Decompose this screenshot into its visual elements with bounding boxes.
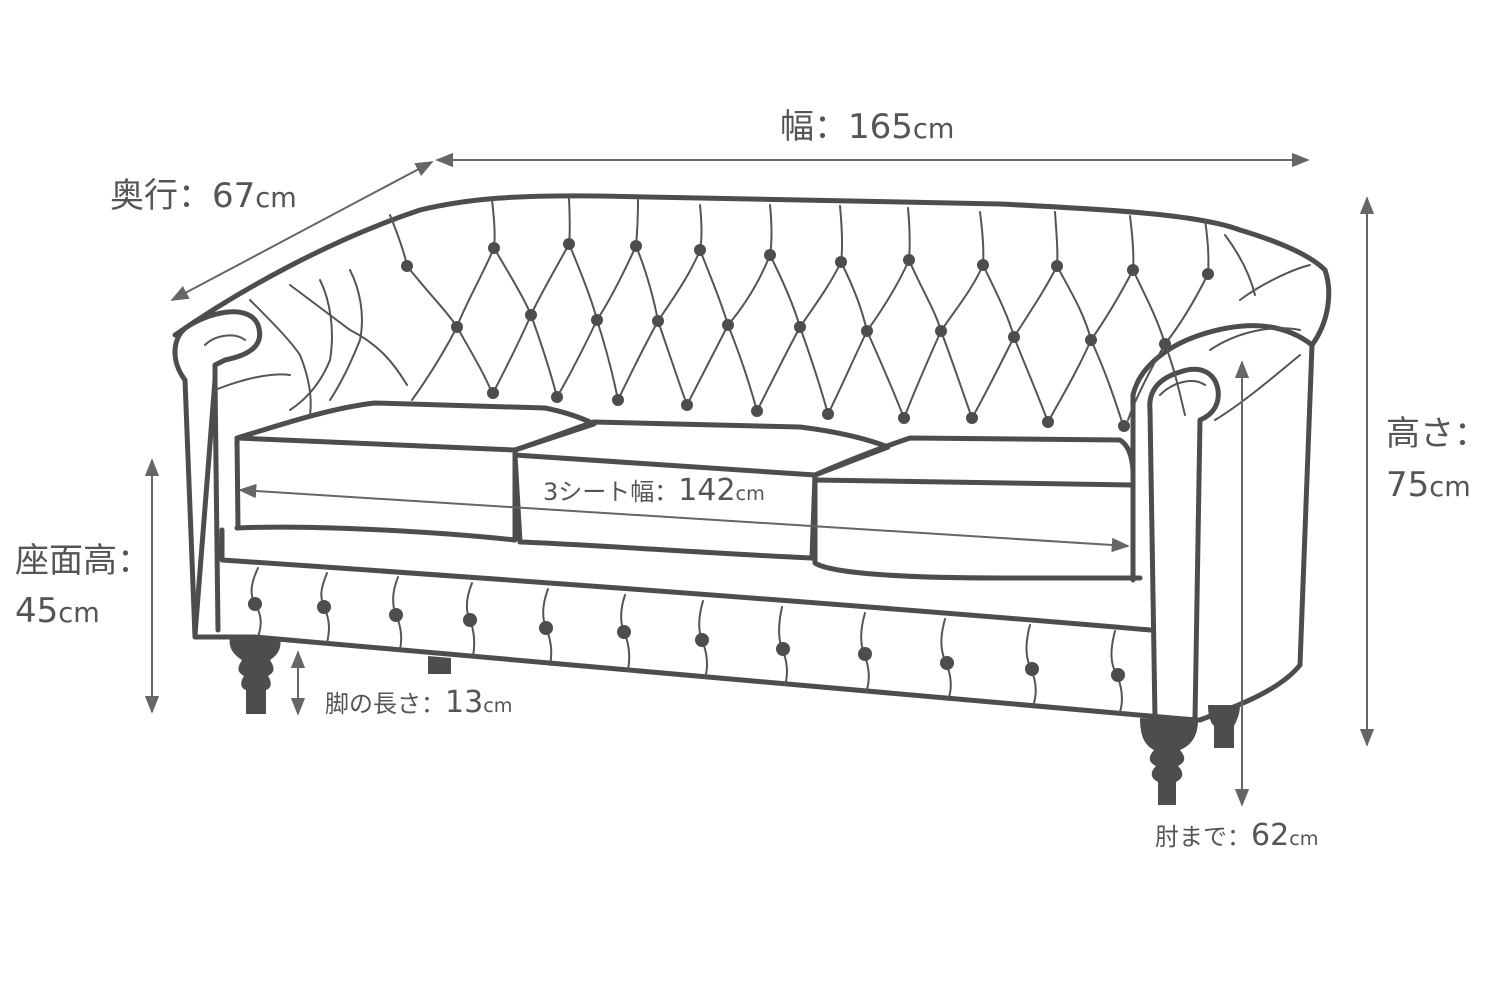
seat-cushion-left bbox=[234, 400, 597, 543]
sofa-illustration bbox=[172, 193, 1332, 805]
width-label: 幅：165cm bbox=[780, 107, 954, 147]
seat-width-label: 3シート幅：142cm bbox=[543, 473, 765, 508]
height-label: 高さ： bbox=[1386, 414, 1488, 454]
dimension-arrows bbox=[144, 152, 1375, 807]
leg-length-label: 脚の長さ：13cm bbox=[325, 685, 512, 720]
depth-arrow bbox=[170, 161, 434, 301]
arm-height-label: 肘まで：62cm bbox=[1155, 818, 1318, 853]
seat-height-label: 座面高： bbox=[15, 541, 151, 581]
skirt-bottom bbox=[227, 634, 1198, 723]
back-tuft-buttons bbox=[401, 238, 1214, 432]
skirt-tuft-buttons bbox=[248, 597, 1125, 682]
sofa-backrest-outline bbox=[172, 193, 1328, 338]
leg-back-right bbox=[1208, 705, 1240, 748]
left-arm-outline bbox=[172, 309, 263, 638]
depth-label: 奥行：67cm bbox=[110, 176, 297, 216]
dimension-labels: 幅：165cm 奥行：67cm 高さ： 75cm 座面高： 45cm 3シート幅… bbox=[15, 107, 1488, 853]
seat-height-value: 45cm bbox=[15, 591, 100, 631]
back-tufting-lines bbox=[249, 197, 1311, 429]
seat-front-rail bbox=[219, 527, 1153, 633]
leg-front-right bbox=[1140, 718, 1198, 805]
seat-cushion-right bbox=[812, 435, 1143, 581]
seat-width-arrow bbox=[238, 483, 1130, 553]
right-arm-roll-detail bbox=[1159, 327, 1301, 421]
height-value: 75cm bbox=[1386, 465, 1471, 505]
right-arm-inner bbox=[1130, 323, 1315, 583]
leg-front-left bbox=[229, 638, 281, 714]
left-arm-roll-detail bbox=[204, 334, 291, 391]
leg-back-left bbox=[428, 656, 451, 674]
